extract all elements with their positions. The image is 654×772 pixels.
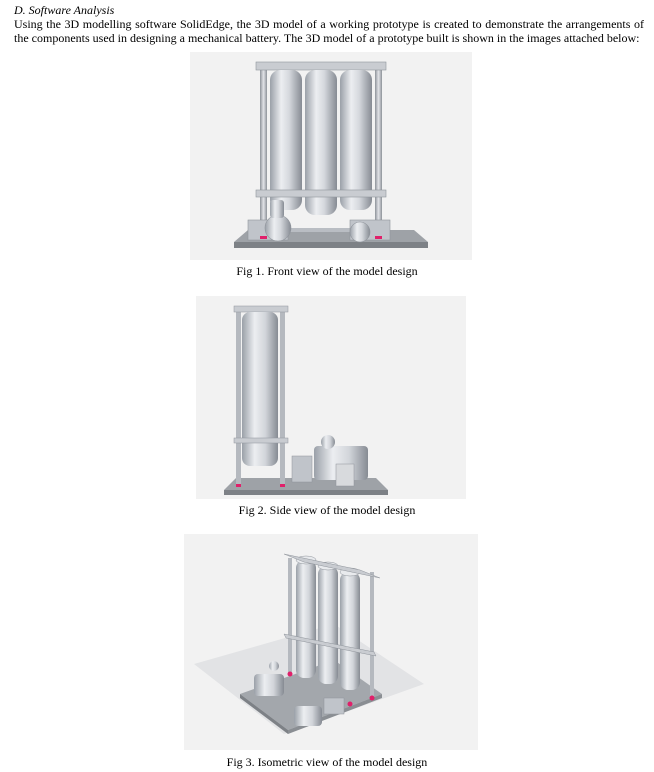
figure-2-caption: Fig 2. Side view of the model design — [238, 503, 416, 517]
figure-3-isometric-view — [184, 534, 478, 750]
figure-2-side-view — [196, 296, 466, 499]
section-heading: D. Software Analysis — [14, 3, 115, 17]
figure-3-caption: Fig 3. Isometric view of the model desig… — [226, 755, 428, 769]
figure-1-caption: Fig 1. Front view of the model design — [236, 264, 418, 278]
figure-1-front-view — [190, 52, 472, 260]
section-paragraph: Using the 3D modelling software SolidEdg… — [14, 17, 644, 45]
